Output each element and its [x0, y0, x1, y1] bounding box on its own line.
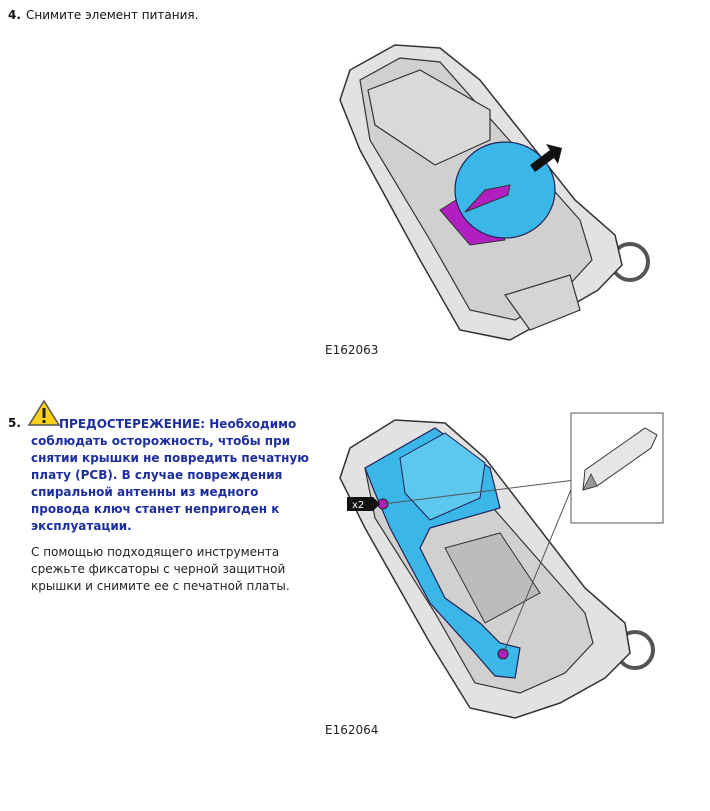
housing-block	[367, 69, 491, 166]
warning-icon	[27, 399, 61, 426]
warning-text: Необходимо соблюдать осторожность, чтобы…	[31, 417, 309, 533]
figure-key-fob-battery	[339, 44, 650, 341]
leader-line-2	[502, 479, 576, 655]
protective-cover-top	[399, 432, 486, 521]
figure-key-fob-cover: x2	[339, 412, 664, 719]
callout-badge	[347, 497, 380, 511]
warning-title: ПРЕДОСТЕРЕЖЕНИЕ:	[59, 417, 206, 431]
housing-connector	[504, 274, 581, 331]
step-4-text: Снимите элемент питания.	[26, 8, 199, 22]
step-5-number: 5.	[8, 416, 21, 430]
callout-text: x2	[352, 500, 364, 511]
removal-arrow-icon	[530, 144, 562, 172]
warning-block: ПРЕДОСТЕРЕЖЕНИЕ: Необходимо соблюдать ос…	[31, 416, 311, 535]
battery-clip	[464, 184, 511, 213]
figure-4-id: E162063	[325, 343, 379, 357]
step-5-instruction: С помощью подходящего инструмента срежьт…	[31, 545, 290, 593]
leader-line-1	[382, 479, 576, 505]
step-4-number: 4.	[8, 8, 21, 22]
pcb-area	[444, 532, 541, 624]
figure-5-id: E162064	[325, 723, 379, 737]
knife-blade	[582, 473, 598, 491]
